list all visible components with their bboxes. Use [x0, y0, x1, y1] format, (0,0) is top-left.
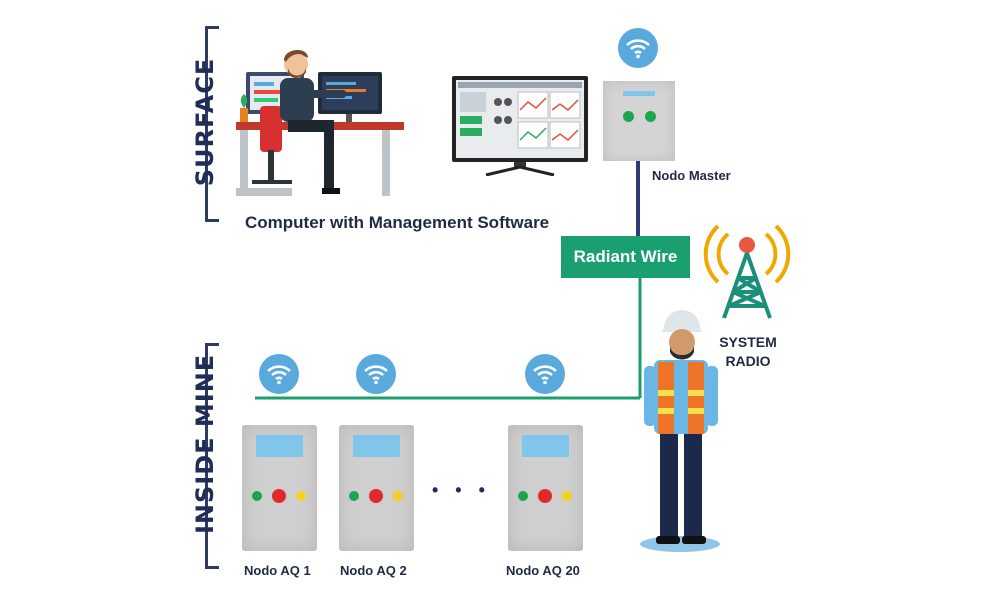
node-aq2-screen	[353, 435, 400, 457]
nodes-ellipsis: • • •	[432, 480, 491, 500]
inside-mine-bracket	[205, 343, 219, 569]
surface-bracket	[205, 26, 219, 222]
monitor-stand-icon	[485, 162, 555, 176]
node-aq20-led-green	[518, 491, 528, 501]
node-aq20-device	[508, 425, 583, 551]
node-aq1-led-red	[272, 489, 286, 503]
dashboard-screen-icon	[458, 82, 582, 149]
node-aq20-wifi-icon	[525, 354, 565, 394]
node-aq1-device	[242, 425, 317, 551]
radiant-wire-label: Radiant Wire	[573, 247, 678, 266]
management-software-monitor	[452, 76, 588, 162]
master-wifi-icon	[618, 28, 658, 68]
node-aq2-device	[339, 425, 414, 551]
node-aq1-wifi-icon	[259, 354, 299, 394]
node-aq2-led-green	[349, 491, 359, 501]
node-aq20-label: Nodo AQ 20	[506, 563, 580, 578]
node-aq20-screen	[522, 435, 569, 457]
miner-worker-illustration	[640, 310, 720, 552]
node-aq2-label: Nodo AQ 2	[340, 563, 407, 578]
node-aq2-wifi-icon	[356, 354, 396, 394]
master-led-right	[645, 111, 656, 122]
computer-label: Computer with Management Software	[245, 213, 550, 232]
node-aq20-led-red	[538, 489, 552, 503]
nodo-master-label: Nodo Master	[652, 168, 731, 183]
node-aq1-led-green	[252, 491, 262, 501]
operator-at-desk-illustration	[236, 49, 404, 196]
node-aq2-led-yellow	[393, 491, 403, 501]
master-led-left	[623, 111, 634, 122]
nodo-master-device	[603, 81, 675, 161]
node-aq2-led-red	[369, 489, 383, 503]
system-radio-label-line1: SYSTEM	[719, 334, 777, 350]
master-display-strip	[623, 91, 655, 96]
node-aq1-label: Nodo AQ 1	[244, 563, 311, 578]
node-aq1-screen	[256, 435, 303, 457]
node-aq20-led-yellow	[562, 491, 572, 501]
radio-tower-icon	[703, 224, 791, 319]
node-aq1-led-yellow	[296, 491, 306, 501]
radiant-wire-box: Radiant Wire	[561, 236, 690, 278]
system-radio-label-line2: RADIO	[725, 353, 771, 369]
